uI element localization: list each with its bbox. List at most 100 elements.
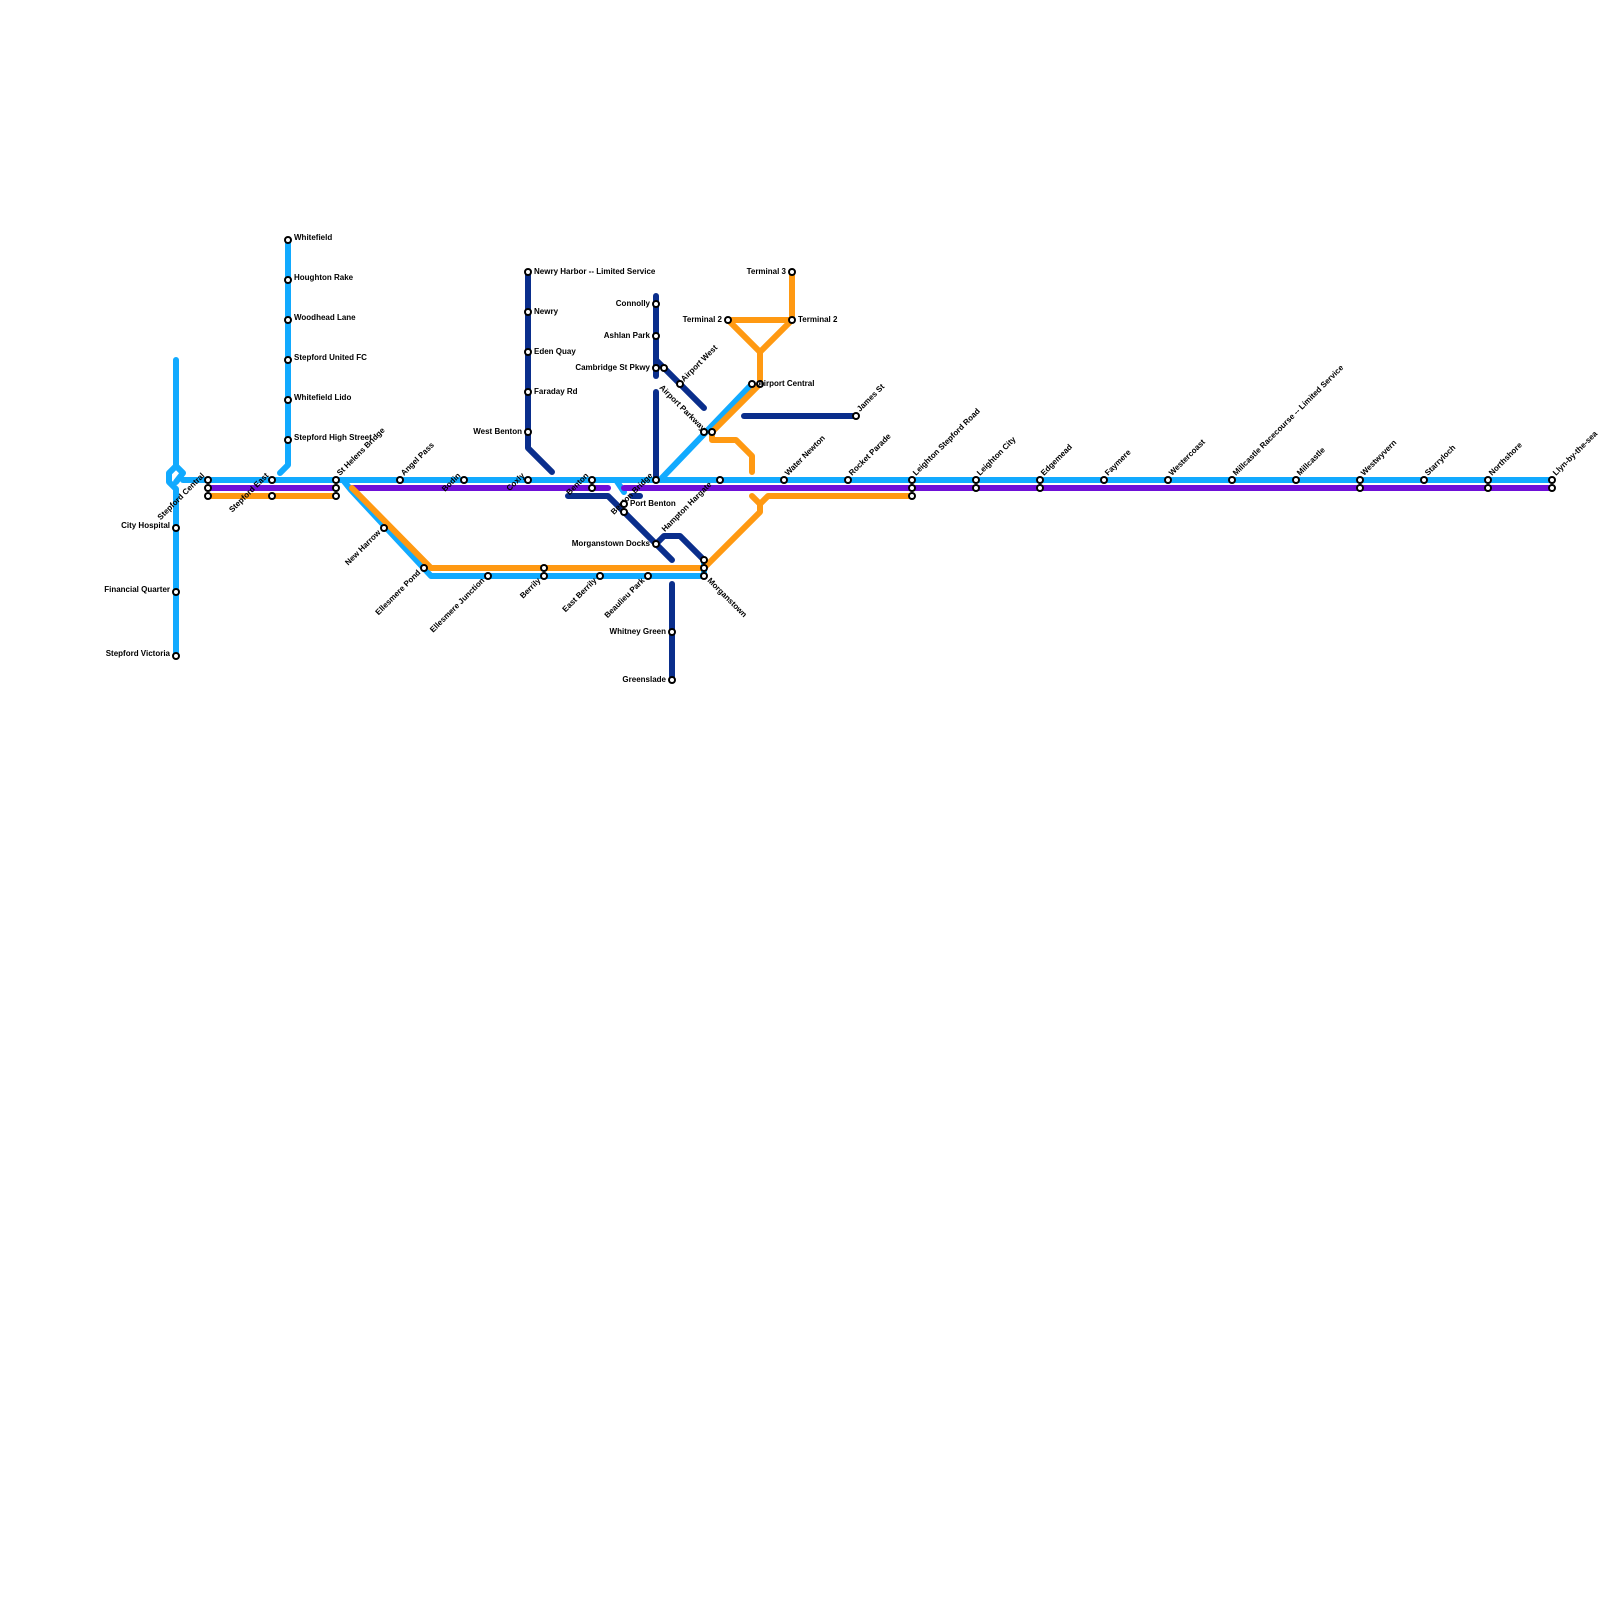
station-label-airport-central: Airport Central	[758, 379, 814, 388]
station-marker-airport-parkway[interactable]	[708, 428, 716, 436]
station-marker-northshore[interactable]	[1484, 484, 1492, 492]
station-marker-stepford-east[interactable]	[268, 492, 276, 500]
station-marker-airport-central[interactable]	[748, 380, 756, 388]
station-marker-houghton-rake[interactable]	[284, 276, 292, 284]
station-marker-stepford-east[interactable]	[268, 476, 276, 484]
station-marker-water-newton[interactable]	[780, 476, 788, 484]
station-marker-st-helens-bridge[interactable]	[332, 492, 340, 500]
station-marker-angel-pass[interactable]	[396, 476, 404, 484]
station-marker-terminal-2-west[interactable]	[724, 316, 732, 324]
station-marker-st-helens-bridge[interactable]	[332, 484, 340, 492]
station-label-rocket-parade: Rocket Parade	[847, 431, 893, 477]
station-marker-benton-bridge[interactable]	[652, 476, 660, 484]
station-marker-financial-quarter[interactable]	[172, 588, 180, 596]
station-marker-llyn-by-the-sea[interactable]	[1548, 476, 1556, 484]
station-marker-stepford-central[interactable]	[204, 476, 212, 484]
station-marker-whitney-green[interactable]	[668, 628, 676, 636]
station-label-stepford-united-fc: Stepford United FC	[294, 353, 367, 362]
station-marker-millcastle[interactable]	[1292, 476, 1300, 484]
station-label-whitefield: Whitefield	[294, 233, 332, 242]
station-marker-westwyvern[interactable]	[1356, 484, 1364, 492]
orange-line-terminal-loop	[725, 317, 795, 355]
station-marker-morganstown[interactable]	[700, 564, 708, 572]
station-marker-llyn-by-the-sea[interactable]	[1548, 484, 1556, 492]
orange-line-ellesmere-loop	[349, 485, 915, 571]
station-marker-berrily[interactable]	[540, 564, 548, 572]
station-label-james-st: James St	[855, 382, 886, 413]
station-marker-berrily[interactable]	[540, 572, 548, 580]
station-marker-woodhead-lane[interactable]	[284, 316, 292, 324]
navy-line-port-benton	[565, 493, 675, 563]
station-marker-westwyvern[interactable]	[1356, 476, 1364, 484]
station-marker-airport-west[interactable]	[676, 380, 684, 388]
station-label-westercoast: Westercoast	[1167, 437, 1207, 477]
station-marker-westercoast[interactable]	[1164, 476, 1172, 484]
station-marker-northshore[interactable]	[1484, 476, 1492, 484]
station-marker-edgemead[interactable]	[1036, 484, 1044, 492]
station-label-greenslade: Greenslade	[622, 675, 666, 684]
station-marker-connolly[interactable]	[652, 300, 660, 308]
station-marker-airport-west[interactable]	[660, 364, 668, 372]
station-marker-faymere[interactable]	[1100, 476, 1108, 484]
station-marker-terminal-3[interactable]	[788, 268, 796, 276]
station-label-morganstown-docks: Morganstown Docks	[572, 539, 651, 548]
station-marker-ashlan-park[interactable]	[652, 332, 660, 340]
station-marker-millcastle-racecourse[interactable]	[1228, 476, 1236, 484]
station-marker-city-hospital[interactable]	[172, 524, 180, 532]
station-marker-airport-parkway[interactable]	[700, 428, 708, 436]
station-marker-east-berrily[interactable]	[596, 572, 604, 580]
station-label-cambridge-st-pkwy: Cambridge St Pkwy	[575, 363, 650, 372]
station-marker-ellesmere-junction[interactable]	[484, 572, 492, 580]
station-marker-st-helens-bridge[interactable]	[332, 476, 340, 484]
station-marker-beaulieu-park[interactable]	[644, 572, 652, 580]
station-marker-cambridge-st-pkwy[interactable]	[652, 364, 660, 372]
station-label-ashlan-park: Ashlan Park	[604, 331, 651, 340]
light-blue-line-ellesmere-loop	[340, 477, 707, 579]
station-marker-whitefield[interactable]	[284, 236, 292, 244]
station-marker-airport-central[interactable]	[756, 380, 764, 388]
station-label-terminal-2-west: Terminal 2	[683, 315, 723, 324]
station-marker-stepford-victoria[interactable]	[172, 652, 180, 660]
station-marker-port-benton[interactable]	[620, 508, 628, 516]
station-marker-leighton-city[interactable]	[972, 476, 980, 484]
station-marker-new-harrow[interactable]	[380, 524, 388, 532]
station-marker-morganstown-docks[interactable]	[652, 540, 660, 548]
station-marker-starryloch[interactable]	[1420, 476, 1428, 484]
station-marker-stepford-high-street[interactable]	[284, 436, 292, 444]
station-marker-morganstown[interactable]	[700, 572, 708, 580]
station-marker-west-benton[interactable]	[524, 428, 532, 436]
station-marker-stepford-central[interactable]	[204, 484, 212, 492]
station-marker-leighton-city[interactable]	[972, 484, 980, 492]
station-marker-greenslade[interactable]	[668, 676, 676, 684]
station-marker-morganstown[interactable]	[700, 556, 708, 564]
orange-line-spur	[749, 493, 763, 507]
station-marker-bodin[interactable]	[460, 476, 468, 484]
station-marker-coxly[interactable]	[524, 476, 532, 484]
orange-line-airport-spur	[709, 429, 755, 475]
station-marker-whitefield-lido[interactable]	[284, 396, 292, 404]
station-marker-leighton-stepford-road[interactable]	[908, 484, 916, 492]
station-marker-leighton-stepford-road[interactable]	[908, 492, 916, 500]
station-marker-benton[interactable]	[588, 476, 596, 484]
station-marker-stepford-central[interactable]	[204, 492, 212, 500]
station-marker-terminal-2-east[interactable]	[788, 316, 796, 324]
station-label-edgemead: Edgemead	[1039, 442, 1074, 477]
station-marker-rocket-parade[interactable]	[844, 476, 852, 484]
station-marker-james-st[interactable]	[852, 412, 860, 420]
station-marker-stepford-united-fc[interactable]	[284, 356, 292, 364]
station-marker-edgemead[interactable]	[1036, 476, 1044, 484]
station-marker-newry[interactable]	[524, 308, 532, 316]
station-label-city-hospital: City Hospital	[121, 521, 170, 530]
station-marker-faraday-rd[interactable]	[524, 388, 532, 396]
station-marker-leighton-stepford-road[interactable]	[908, 476, 916, 484]
station-marker-newry-harbor[interactable]	[524, 268, 532, 276]
station-label-millcastle-racecourse: Millcastle Racecourse -- Limited Service	[1231, 363, 1346, 478]
station-marker-hampton-hargate[interactable]	[716, 476, 724, 484]
station-label-beaulieu-park: Beaulieu Park	[603, 576, 647, 620]
station-label-stepford-victoria: Stepford Victoria	[106, 649, 171, 658]
station-marker-port-benton[interactable]	[620, 500, 628, 508]
station-marker-ellesmere-pond[interactable]	[420, 564, 428, 572]
station-marker-eden-quay[interactable]	[524, 348, 532, 356]
station-marker-benton[interactable]	[588, 484, 596, 492]
